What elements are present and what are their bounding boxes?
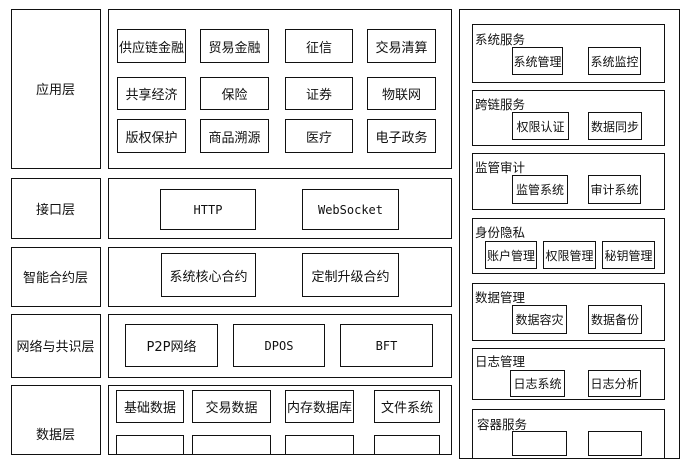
- service-item-cut: [588, 431, 642, 456]
- service-group-title: 跨链服务: [475, 97, 526, 112]
- data-item-cut: [374, 435, 440, 455]
- contract-item: 系统核心合约: [161, 253, 256, 297]
- service-item-cut: [512, 431, 567, 456]
- service-group-title: 日志管理: [475, 354, 526, 369]
- network-item: BFT: [340, 324, 433, 367]
- websocket-item: WebSocket: [302, 189, 399, 230]
- app-item: 保险: [200, 77, 269, 110]
- app-item: 征信: [285, 29, 353, 63]
- app-layer-label: 应用层: [35, 83, 75, 98]
- service-group-title: 系统服务: [475, 32, 526, 47]
- data-item: 交易数据: [192, 390, 271, 423]
- app-layer-label-box: 应用层: [11, 9, 101, 169]
- contract-layer-label-box: 智能合约层: [11, 247, 101, 307]
- service-item: 权限认证: [512, 112, 569, 140]
- service-item: 账户管理: [485, 241, 537, 269]
- app-item: 医疗: [285, 119, 353, 153]
- service-group-title: 容器服务: [477, 417, 528, 432]
- service-item: 系统监控: [588, 47, 641, 75]
- data-item-cut: [285, 435, 354, 455]
- http-item: HTTP: [160, 189, 256, 230]
- service-item: 权限管理: [543, 241, 596, 269]
- app-item: 供应链金融: [117, 29, 186, 63]
- service-item: 秘钥管理: [602, 241, 655, 269]
- app-item: 商品溯源: [200, 119, 269, 153]
- network-item: P2P网络: [125, 324, 218, 367]
- service-item: 数据备份: [588, 305, 642, 334]
- app-item: 证券: [285, 77, 353, 110]
- data-layer-label-box: 数据层: [11, 385, 101, 455]
- app-item: 电子政务: [367, 119, 436, 153]
- interface-layer-label-box: 接口层: [11, 178, 101, 239]
- network-layer-label-box: 网络与共识层: [11, 314, 101, 378]
- network-item: DPOS: [233, 324, 325, 367]
- app-item: 共享经济: [117, 77, 186, 110]
- data-item: 内存数据库: [285, 390, 354, 423]
- interface-layer-label: 接口层: [35, 202, 75, 218]
- service-group-title: 身份隐私: [475, 225, 526, 240]
- app-item: 物联网: [367, 77, 436, 110]
- contract-layer-label: 智能合约层: [22, 271, 88, 286]
- data-layer-label: 数据层: [35, 427, 75, 443]
- service-item: 审计系统: [588, 175, 641, 204]
- service-item: 系统管理: [512, 47, 563, 75]
- service-group-title: 数据管理: [475, 290, 526, 305]
- app-item: 版权保护: [117, 119, 186, 153]
- contract-layer-panel: [108, 247, 452, 307]
- data-item: 基础数据: [116, 390, 184, 423]
- data-item: 文件系统: [374, 390, 440, 423]
- service-item: 监管系统: [512, 175, 568, 204]
- data-item-cut: [192, 435, 271, 455]
- service-item: 数据同步: [588, 112, 642, 140]
- service-item: 日志分析: [588, 370, 641, 397]
- service-item: 数据容灾: [512, 305, 567, 334]
- network-layer-label: 网络与共识层: [16, 340, 95, 355]
- service-group-title: 监管审计: [475, 160, 526, 175]
- app-item: 交易清算: [367, 29, 436, 63]
- app-item: 贸易金融: [200, 29, 269, 63]
- data-item-cut: [116, 435, 184, 455]
- contract-item: 定制升级合约: [302, 253, 399, 297]
- service-item: 日志系统: [510, 370, 565, 397]
